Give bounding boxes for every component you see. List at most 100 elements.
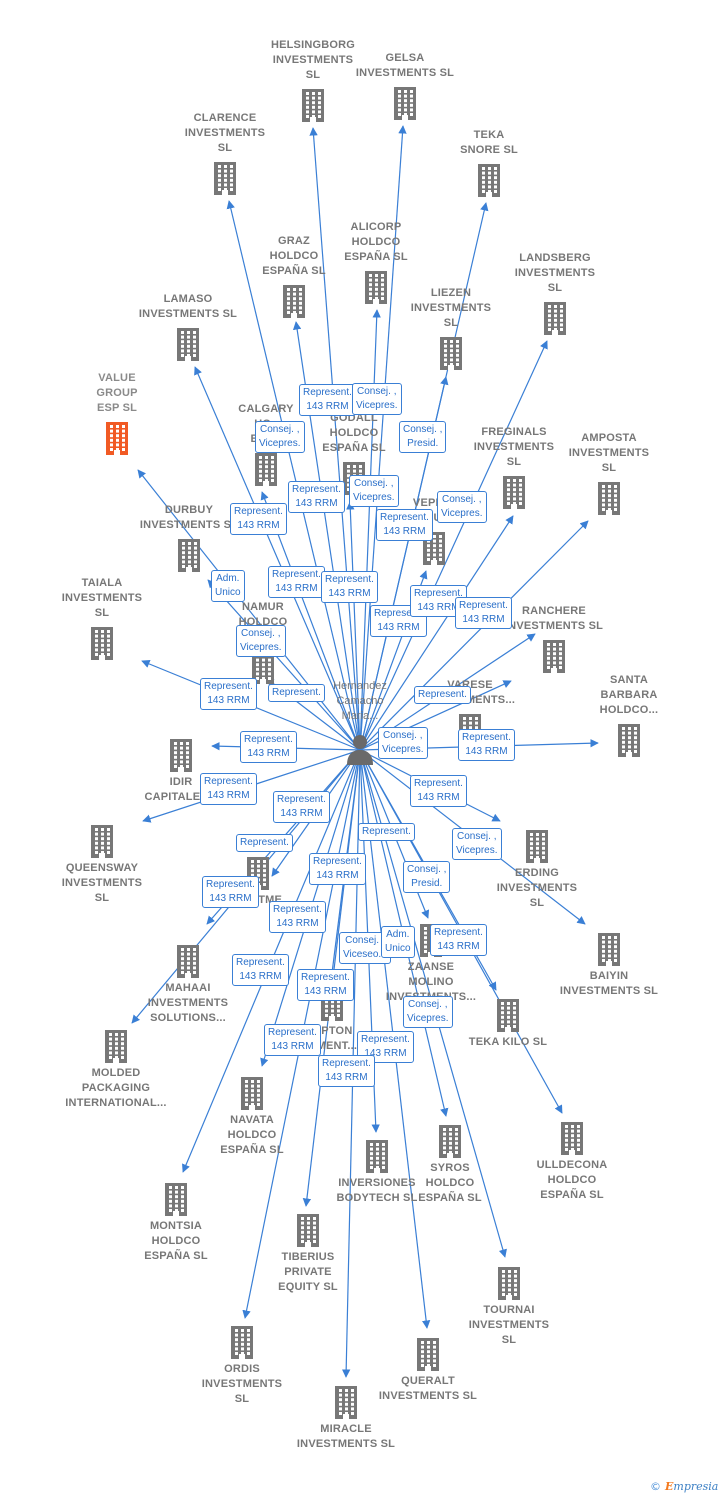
- edge-durbuy: [207, 579, 361, 751]
- edge-role-label[interactable]: Represent.: [268, 684, 325, 702]
- building-icon: [503, 476, 525, 509]
- company-label: QUEENSWAY INVESTMENTS SL: [61, 862, 143, 904]
- company-label: RANCHERE INVESTMENTS SL: [504, 605, 604, 632]
- company-label: QUERALT INVESTMENTS SL: [378, 1375, 478, 1402]
- building-icon: [440, 337, 462, 370]
- edge-role-label[interactable]: Consej. , Vicepres.: [403, 996, 453, 1028]
- edge-role-label[interactable]: Represent. 143 RRM: [299, 384, 356, 416]
- edge-role-label[interactable]: Represent. 143 RRM: [232, 954, 289, 986]
- building-icon: [91, 627, 113, 660]
- company-label: SANTA BARBARA HOLDCO...: [599, 674, 659, 716]
- edge-godall: [346, 501, 361, 751]
- edge-role-label[interactable]: Consej. , Vicepres.: [236, 625, 286, 657]
- building-icon: [255, 453, 277, 486]
- building-icon: [561, 1122, 583, 1155]
- building-icon: [497, 999, 519, 1032]
- company-label: LIEZEN INVESTMENTS SL: [410, 287, 492, 329]
- building-icon: [618, 724, 640, 757]
- building-icon: [241, 1077, 263, 1110]
- edge-role-label[interactable]: Adm. Unico: [211, 570, 245, 602]
- edge-lamaso: [194, 366, 361, 751]
- building-icon: [297, 1214, 319, 1247]
- brand-name: mpresia: [673, 1480, 719, 1493]
- edge-role-label[interactable]: Consej. , Vicepres.: [349, 475, 399, 507]
- edge-role-label[interactable]: Represent.: [236, 834, 293, 852]
- edge-role-label[interactable]: Represent. 143 RRM: [430, 924, 487, 956]
- edge-role-label[interactable]: Represent. 143 RRM: [458, 729, 515, 761]
- building-icon: [178, 539, 200, 572]
- company-label: BAIYIN INVESTMENTS SL: [559, 970, 659, 997]
- edge-value_group: [137, 469, 361, 751]
- edge-role-label[interactable]: Represent. 143 RRM: [321, 571, 378, 603]
- company-label: MOLDED PACKAGING INTERNATIONAL...: [65, 1067, 167, 1109]
- edge-gelsa: [359, 125, 407, 751]
- edge-role-label[interactable]: Represent. 143 RRM: [240, 731, 297, 763]
- company-label: TAIALA INVESTMENTS SL: [61, 577, 143, 619]
- edge-role-label[interactable]: Consej. , Vicepres.: [437, 491, 487, 523]
- edge-role-label[interactable]: Represent. 143 RRM: [410, 775, 467, 807]
- building-icon: [231, 1326, 253, 1359]
- person-icon[interactable]: [345, 733, 375, 765]
- building-icon: [106, 422, 128, 455]
- edge-amposta: [359, 520, 589, 751]
- building-icon: [365, 271, 387, 304]
- edge-helsingborg: [309, 127, 361, 751]
- building-icon: [394, 87, 416, 120]
- edge-role-label[interactable]: Represent. 143 RRM: [376, 509, 433, 541]
- company-label: AMPOSTA INVESTMENTS SL: [568, 432, 650, 474]
- building-icon: [335, 1386, 357, 1419]
- edge-role-label[interactable]: Represent. 143 RRM: [264, 1024, 321, 1056]
- edge-role-label[interactable]: Represent. 143 RRM: [288, 481, 345, 513]
- company-label: MAHAAI INVESTMENTS SOLUTIONS...: [147, 982, 229, 1024]
- building-icon: [439, 1125, 461, 1158]
- center-person-label: Hernandez Camacho Maria...: [333, 680, 387, 722]
- company-label: DURBUY INVESTMENTS SL: [139, 504, 238, 531]
- building-icon: [544, 302, 566, 335]
- edge-clarence: [226, 200, 361, 751]
- edge-role-label[interactable]: Represent. 143 RRM: [268, 566, 325, 598]
- edge-role-label[interactable]: Consej. , Vicepres.: [452, 828, 502, 860]
- edge-calgary: [260, 491, 361, 751]
- edge-role-label[interactable]: Represent.: [358, 823, 415, 841]
- building-icon: [543, 640, 565, 673]
- edge-role-label[interactable]: Represent. 143 RRM: [200, 773, 257, 805]
- edge-role-label[interactable]: Represent. 143 RRM: [200, 678, 257, 710]
- edge-role-label[interactable]: Consej. , Viceseo...: [339, 932, 391, 964]
- edge-role-label[interactable]: Represent.: [414, 686, 471, 704]
- building-icon: [302, 89, 324, 122]
- edge-role-label[interactable]: Represent. 143 RRM: [297, 969, 354, 1001]
- company-label: FREGINALS INVESTMENTS SL: [473, 426, 555, 468]
- building-icon: [252, 651, 274, 684]
- edge-landsberg: [359, 340, 548, 751]
- edge-role-label[interactable]: Consej. , Presid.: [403, 861, 451, 893]
- building-icon: [165, 1183, 187, 1216]
- edge-role-label[interactable]: Adm. Unico: [381, 926, 415, 958]
- edge-role-label[interactable]: Consej. , Vicepres.: [255, 421, 305, 453]
- company-label: NAVATA HOLDCO ESPAÑA SL: [220, 1114, 284, 1156]
- company-label: LANDSBERG INVESTMENTS SL: [514, 252, 596, 294]
- edge-role-label[interactable]: Represent. 143 RRM: [269, 901, 326, 933]
- edge-role-label[interactable]: Consej. , Vicepres.: [352, 383, 402, 415]
- edge-role-label[interactable]: Represent. 143 RRM: [318, 1055, 375, 1087]
- company-label: MIRACLE INVESTMENTS SL: [296, 1423, 396, 1450]
- brand-initial: E: [665, 1480, 674, 1493]
- building-icon: [283, 285, 305, 318]
- company-label: HELSINGBORG INVESTMENTS SL: [270, 39, 356, 81]
- company-label: IDIR CAPITALES...: [144, 776, 218, 803]
- building-icon: [214, 162, 236, 195]
- edge-role-label[interactable]: Represent. 143 RRM: [273, 791, 330, 823]
- edge-role-label[interactable]: Consej. , Vicepres.: [378, 727, 428, 759]
- building-icon: [498, 1267, 520, 1300]
- edge-role-label[interactable]: Represent. 143 RRM: [455, 597, 512, 629]
- company-label: TIBERIUS PRIVATE EQUITY SL: [278, 1251, 338, 1293]
- company-label: GODALL HOLDCO ESPAÑA SL: [322, 412, 386, 454]
- building-icon: [170, 739, 192, 772]
- edge-role-label[interactable]: Represent. 143 RRM: [309, 853, 366, 885]
- building-icon: [177, 328, 199, 361]
- edge-role-label[interactable]: Represent. 143 RRM: [202, 876, 259, 908]
- company-label: ERDING INVESTMENTS SL: [496, 867, 578, 909]
- edge-role-label[interactable]: Represent. 143 RRM: [230, 503, 287, 535]
- company-label: VALUE GROUP ESP SL: [96, 372, 138, 414]
- brand-logo[interactable]: ©Empresia: [650, 1480, 718, 1493]
- edge-role-label[interactable]: Consej. , Presid.: [399, 421, 447, 453]
